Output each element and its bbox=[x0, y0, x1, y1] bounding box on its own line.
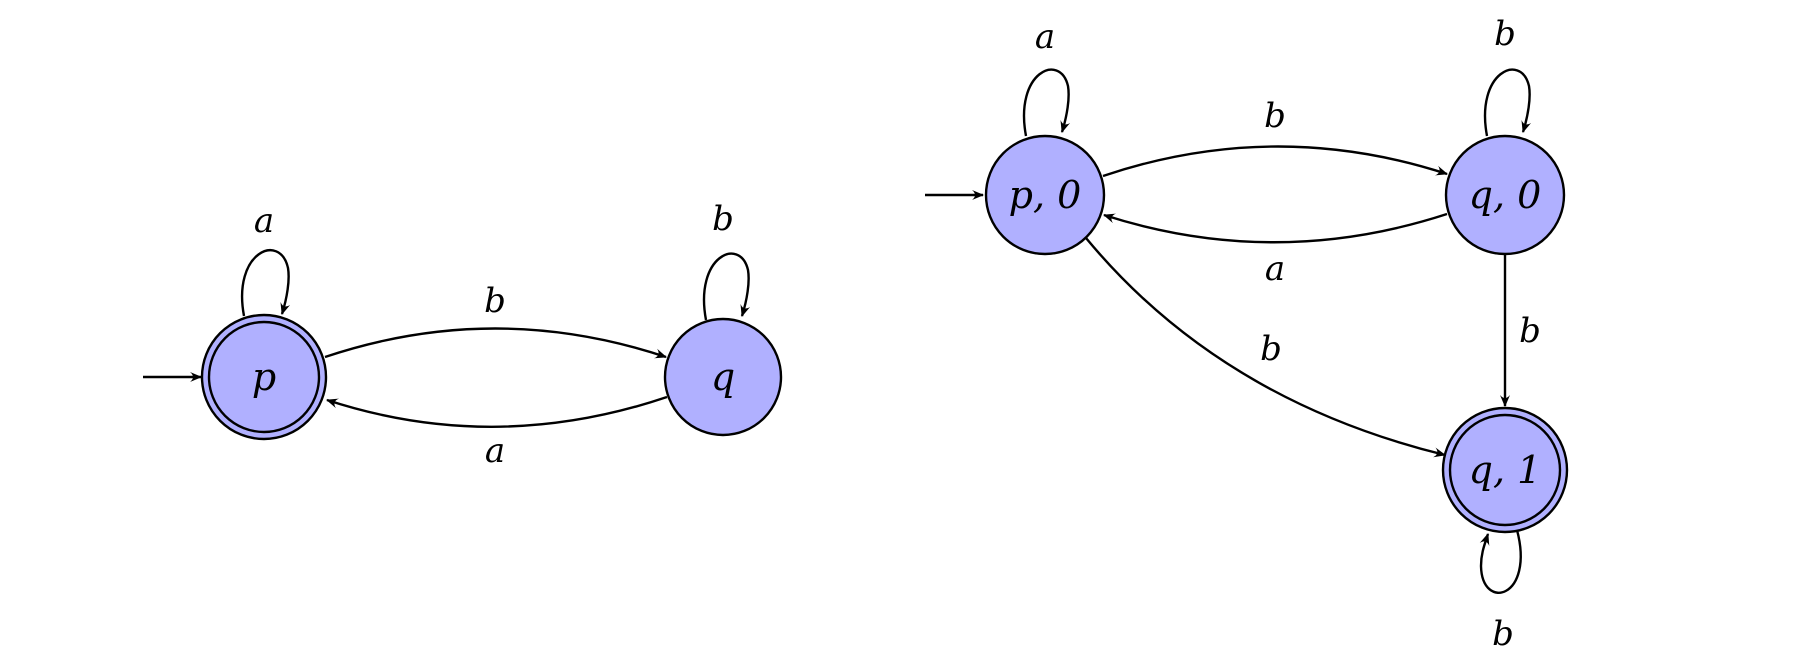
edge-q0-to-p0 bbox=[1103, 212, 1448, 244]
edge-p-loop-label: a bbox=[254, 201, 274, 241]
edge-p0-to-q0-label: b bbox=[1264, 96, 1286, 136]
state-q bbox=[663, 317, 783, 437]
edge-q1-loop bbox=[1479, 529, 1522, 594]
state-q1-inner bbox=[1448, 413, 1562, 527]
edge-q-loop-label: b bbox=[712, 199, 734, 239]
automaton-2: p, 0 q, 0 q, 1 a b a b b b b bbox=[925, 14, 1569, 654]
edge-q-loop bbox=[703, 252, 751, 321]
edge-p0-loop-label: a bbox=[1035, 17, 1055, 57]
automaton-1: p q a b a b bbox=[143, 199, 783, 471]
edge-q1-loop-label: b bbox=[1492, 614, 1514, 654]
edge-p-to-q-label: b bbox=[484, 281, 506, 321]
edge-q-to-p-label: a bbox=[485, 431, 505, 471]
edge-p0-to-q1-label: b bbox=[1260, 329, 1282, 369]
edge-p0-to-q1 bbox=[1085, 237, 1446, 458]
state-p0-label: p, 0 bbox=[1009, 173, 1082, 217]
edge-q-to-p bbox=[326, 395, 668, 428]
state-q0-label: q, 0 bbox=[1469, 173, 1542, 217]
state-q-label: q bbox=[711, 355, 735, 399]
state-p0 bbox=[984, 134, 1106, 256]
edge-q0-to-q1-label: b bbox=[1519, 311, 1541, 351]
edge-p-to-q bbox=[324, 327, 667, 359]
edge-q0-to-p0-label: a bbox=[1265, 249, 1285, 289]
edge-p-loop bbox=[241, 249, 291, 317]
state-q1-label: q, 1 bbox=[1469, 448, 1542, 492]
edge-p0-loop bbox=[1023, 68, 1071, 137]
edge-q0-loop-label: b bbox=[1494, 14, 1516, 54]
edge-p0-to-q0 bbox=[1102, 145, 1448, 178]
state-p-inner bbox=[207, 320, 321, 434]
edge-q0-loop bbox=[1484, 68, 1532, 137]
state-p-label: p bbox=[252, 355, 276, 399]
